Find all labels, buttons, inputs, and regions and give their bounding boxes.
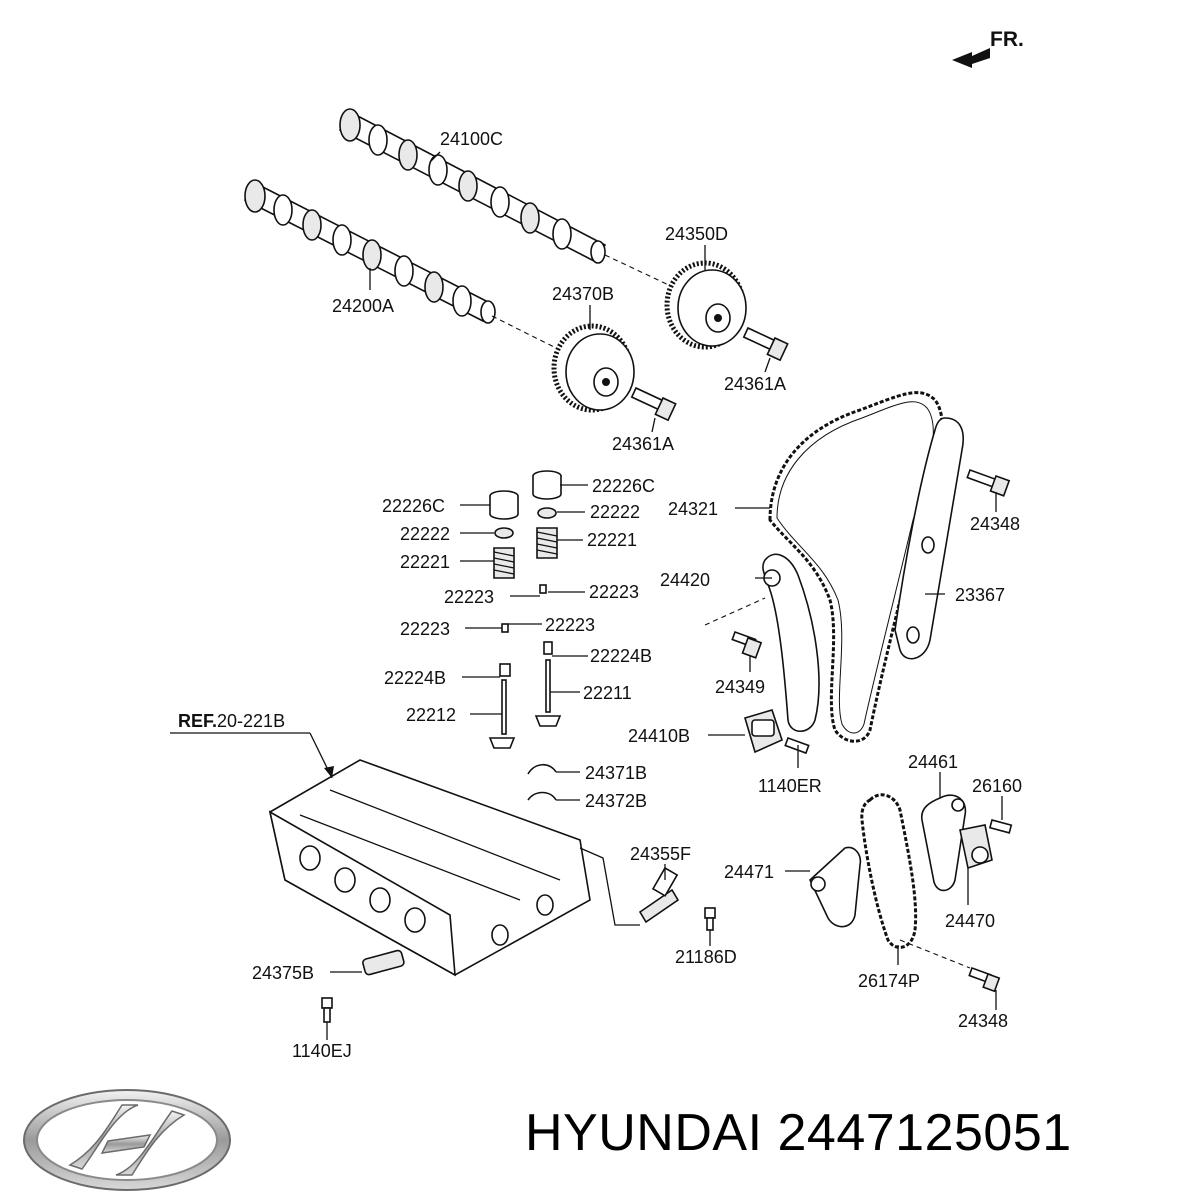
label-22224B-left: 22224B [384, 668, 446, 688]
reference-prefix: REF. [178, 711, 217, 731]
front-direction-indicator: FR. [952, 28, 1024, 68]
label-22211: 22211 [583, 683, 632, 703]
valve-train-right [532, 470, 562, 727]
chain-tensioner [744, 709, 783, 754]
label-24372B: 24372B [585, 791, 647, 811]
label-22223-right-upper: 22223 [589, 582, 639, 602]
label-24471: 24471 [724, 862, 774, 882]
label-24200A: 24200A [332, 296, 394, 316]
footer-caption: HYUNDAI 2447125051 [525, 1104, 1072, 1162]
camshaft-exhaust [338, 108, 607, 264]
label-23367: 23367 [955, 585, 1005, 605]
bearing-shell-lower [527, 791, 557, 801]
footer: HYUNDAI 2447125051 [0, 1085, 1200, 1200]
label-24361A-lower: 24361A [612, 434, 674, 454]
cylinder-head-ports [299, 845, 554, 946]
part-labels: 24100C 24200A 24350D 24370B 24361A 24361… [252, 129, 1022, 1061]
label-22222-right: 22222 [590, 502, 640, 522]
lower-guide-bolt-centerline [899, 939, 971, 969]
oil-control-valve [638, 866, 680, 924]
label-1140ER: 1140ER [758, 776, 822, 796]
front-direction-label: FR. [990, 28, 1024, 51]
chain-guide-bolt-lower [968, 966, 1001, 993]
oil-pump-tensioner-lever [809, 846, 862, 928]
camshaft-lobes-upper [339, 108, 606, 264]
label-26174P: 26174P [858, 971, 920, 991]
tensioner-bolt [784, 736, 810, 755]
label-24350D: 24350D [665, 224, 728, 244]
sprocket-bolt-lower [630, 386, 677, 422]
camshaft-exhaust-centerline [604, 254, 691, 296]
label-24461: 24461 [908, 752, 958, 772]
oil-pump-bolt [988, 819, 1013, 834]
tensioner-arm-bolt [731, 630, 763, 659]
label-22224B-right: 22224B [590, 646, 652, 666]
cylinder-head [268, 759, 640, 977]
label-21186D: 21186D [675, 947, 737, 967]
camshaft-lobes-lower [244, 179, 496, 324]
oil-pump-tensioner [959, 824, 993, 870]
hyundai-logo-icon [23, 1089, 231, 1191]
valve-train-left [488, 490, 519, 749]
label-1140EJ: 1140EJ [292, 1041, 352, 1061]
label-24321: 24321 [668, 499, 718, 519]
label-24361A-upper: 24361A [724, 374, 786, 394]
reference-code: 20-221B [217, 711, 285, 731]
label-24348-upper: 24348 [970, 514, 1020, 534]
label-24348-lower: 24348 [958, 1011, 1008, 1031]
label-22223-left-lower: 22223 [400, 619, 450, 639]
label-24355F: 24355F [630, 844, 691, 864]
guide-bolt-upper [966, 468, 1011, 497]
reference-callout: REF.20-221B [178, 711, 285, 731]
chain-guide [894, 417, 964, 660]
cam-position-sensor [362, 949, 405, 976]
label-22221-left: 22221 [400, 552, 450, 572]
label-22223-left-upper: 22223 [444, 587, 494, 607]
label-24370B: 24370B [552, 284, 614, 304]
ocv-bolt [704, 907, 716, 931]
label-22221-right: 22221 [587, 530, 637, 550]
tensioner-bolt-centerline [704, 597, 766, 626]
label-24349: 24349 [715, 677, 765, 697]
label-22222-left: 22222 [400, 524, 450, 544]
label-24420: 24420 [660, 570, 710, 590]
label-24371B: 24371B [585, 763, 647, 783]
label-24470: 24470 [945, 911, 995, 931]
leader-lines [170, 151, 1003, 1040]
label-22226C-right: 22226C [592, 476, 655, 496]
label-22223-right-lower: 22223 [545, 615, 595, 635]
label-24410B: 24410B [628, 726, 690, 746]
chain-tensioner-arm [762, 553, 820, 733]
front-arrow-icon [952, 48, 990, 68]
oil-pump-chain-guide [920, 794, 967, 892]
sensor-bolt [321, 997, 333, 1023]
oil-pump-chain [860, 793, 918, 949]
label-26160: 26160 [972, 776, 1022, 796]
cam-sprocket-intake [551, 323, 635, 413]
label-22212: 22212 [406, 705, 456, 725]
label-22226C-left: 22226C [382, 496, 445, 516]
bearing-shell-upper [527, 763, 557, 775]
cam-sprocket-exhaust [664, 260, 747, 350]
camshaft-intake [243, 179, 496, 324]
label-24375B: 24375B [252, 963, 314, 983]
sprocket-bolt-upper [742, 326, 789, 362]
label-24100C: 24100C [440, 129, 503, 149]
